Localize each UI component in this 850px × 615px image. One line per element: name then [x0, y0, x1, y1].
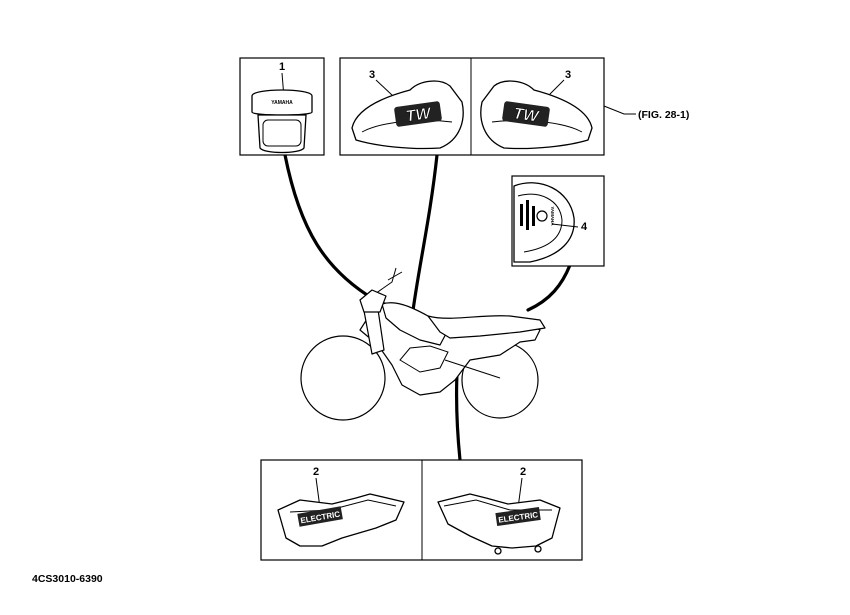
- motorcycle-outline: [300, 267, 546, 421]
- tank-logo-left-bg: [394, 101, 442, 127]
- panel-side-covers: 2 ELECTRIC 2 ELECTRIC: [260, 459, 583, 561]
- callout-4: 4: [581, 221, 588, 233]
- electric-badge-right-bg: [495, 506, 541, 526]
- leader-line-1: [283, 153, 377, 302]
- tank-logo-right: TW: [512, 105, 541, 126]
- fig-ref-leader: [603, 105, 636, 115]
- tank-logo-right-bg: [502, 101, 550, 127]
- diagram-part-number: 4CS3010-6390: [32, 573, 103, 585]
- fig-ref-label: (FIG. 28-1): [638, 109, 689, 121]
- side-cover-right-tab-1: [494, 547, 502, 555]
- panel-rear-emblem: YAMAHA 4: [511, 175, 605, 267]
- engine-block: [399, 345, 449, 373]
- emblem-logo-text: YAMAHA: [550, 206, 555, 226]
- callout-4-leader: [551, 223, 579, 228]
- handlebar: [371, 267, 403, 297]
- tank-logo-left: TW: [405, 105, 434, 126]
- panel-tank-decals: 3 TW 3 TW (FIG. 28-1): [339, 57, 689, 156]
- callout-3-left: 3: [369, 69, 375, 81]
- side-cover-left: [277, 493, 405, 547]
- callout-2-right: 2: [520, 466, 526, 478]
- headlight-logo-text: YAMAHA: [271, 100, 293, 106]
- headlight-lens: [257, 114, 307, 154]
- fuel-tank: [381, 302, 449, 346]
- seat: [427, 315, 546, 339]
- headlight-lens-inner: [262, 119, 302, 147]
- headlight-cowl-part: [251, 89, 313, 116]
- callout-3-right: 3: [565, 69, 571, 81]
- tuning-fork-emblem: [520, 200, 548, 230]
- front-wheel: [300, 335, 386, 421]
- panel-headlight-decal: 1 YAMAHA: [239, 57, 325, 156]
- side-cover-left-inner: [289, 499, 397, 513]
- rear-fender-part: [513, 182, 575, 263]
- callout-1: 1: [279, 61, 285, 73]
- swingarm: [444, 359, 501, 379]
- callout-2-left: 2: [313, 466, 319, 478]
- electric-badge-left-bg: [297, 506, 343, 527]
- leader-line-4: [526, 263, 572, 312]
- leader-line-3: [410, 153, 439, 320]
- side-cover-right-tab-2: [534, 545, 542, 553]
- headlight-cowl: [359, 289, 387, 313]
- rear-fender-inner: [517, 193, 563, 253]
